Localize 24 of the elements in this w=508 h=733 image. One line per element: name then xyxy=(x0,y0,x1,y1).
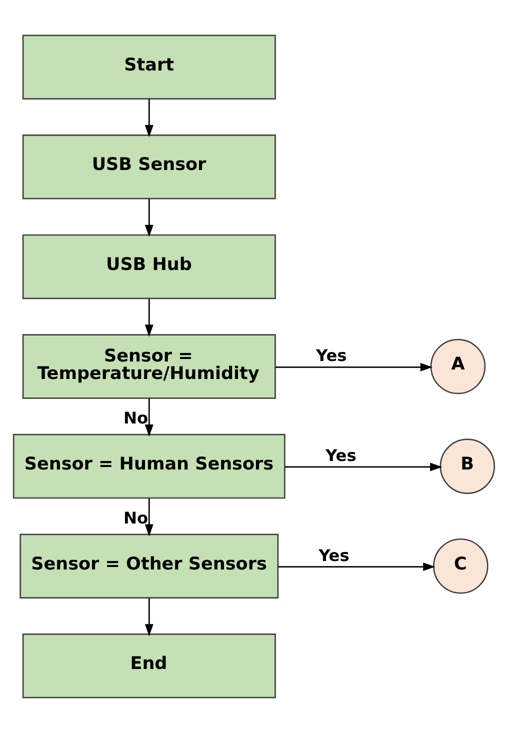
node-circle: A xyxy=(430,338,486,394)
node-box: End xyxy=(22,634,276,698)
node-box: Sensor = Human Sensors xyxy=(12,434,286,499)
node-circle: C xyxy=(433,538,488,594)
arrow xyxy=(276,362,433,372)
arrow xyxy=(144,598,154,636)
edge-label: Yes xyxy=(316,346,347,366)
arrow xyxy=(144,298,154,337)
edge-label: No xyxy=(124,408,148,428)
arrow xyxy=(144,99,154,138)
node-box: Start xyxy=(22,34,276,100)
arrow xyxy=(278,562,436,572)
arrow xyxy=(144,398,154,437)
node-box: Sensor = Other Sensors xyxy=(20,534,279,598)
node-box: USB Hub xyxy=(22,234,276,300)
arrow xyxy=(144,199,154,238)
node-box: USB Sensor xyxy=(22,134,276,200)
edge-label: No xyxy=(124,508,148,528)
edge-label: Yes xyxy=(326,446,356,466)
node-box: Sensor = Temperature/Humidity xyxy=(22,334,276,399)
arrow xyxy=(285,462,442,472)
edge-label: Yes xyxy=(318,546,350,565)
arrow xyxy=(144,498,154,536)
node-circle: B xyxy=(440,438,496,494)
